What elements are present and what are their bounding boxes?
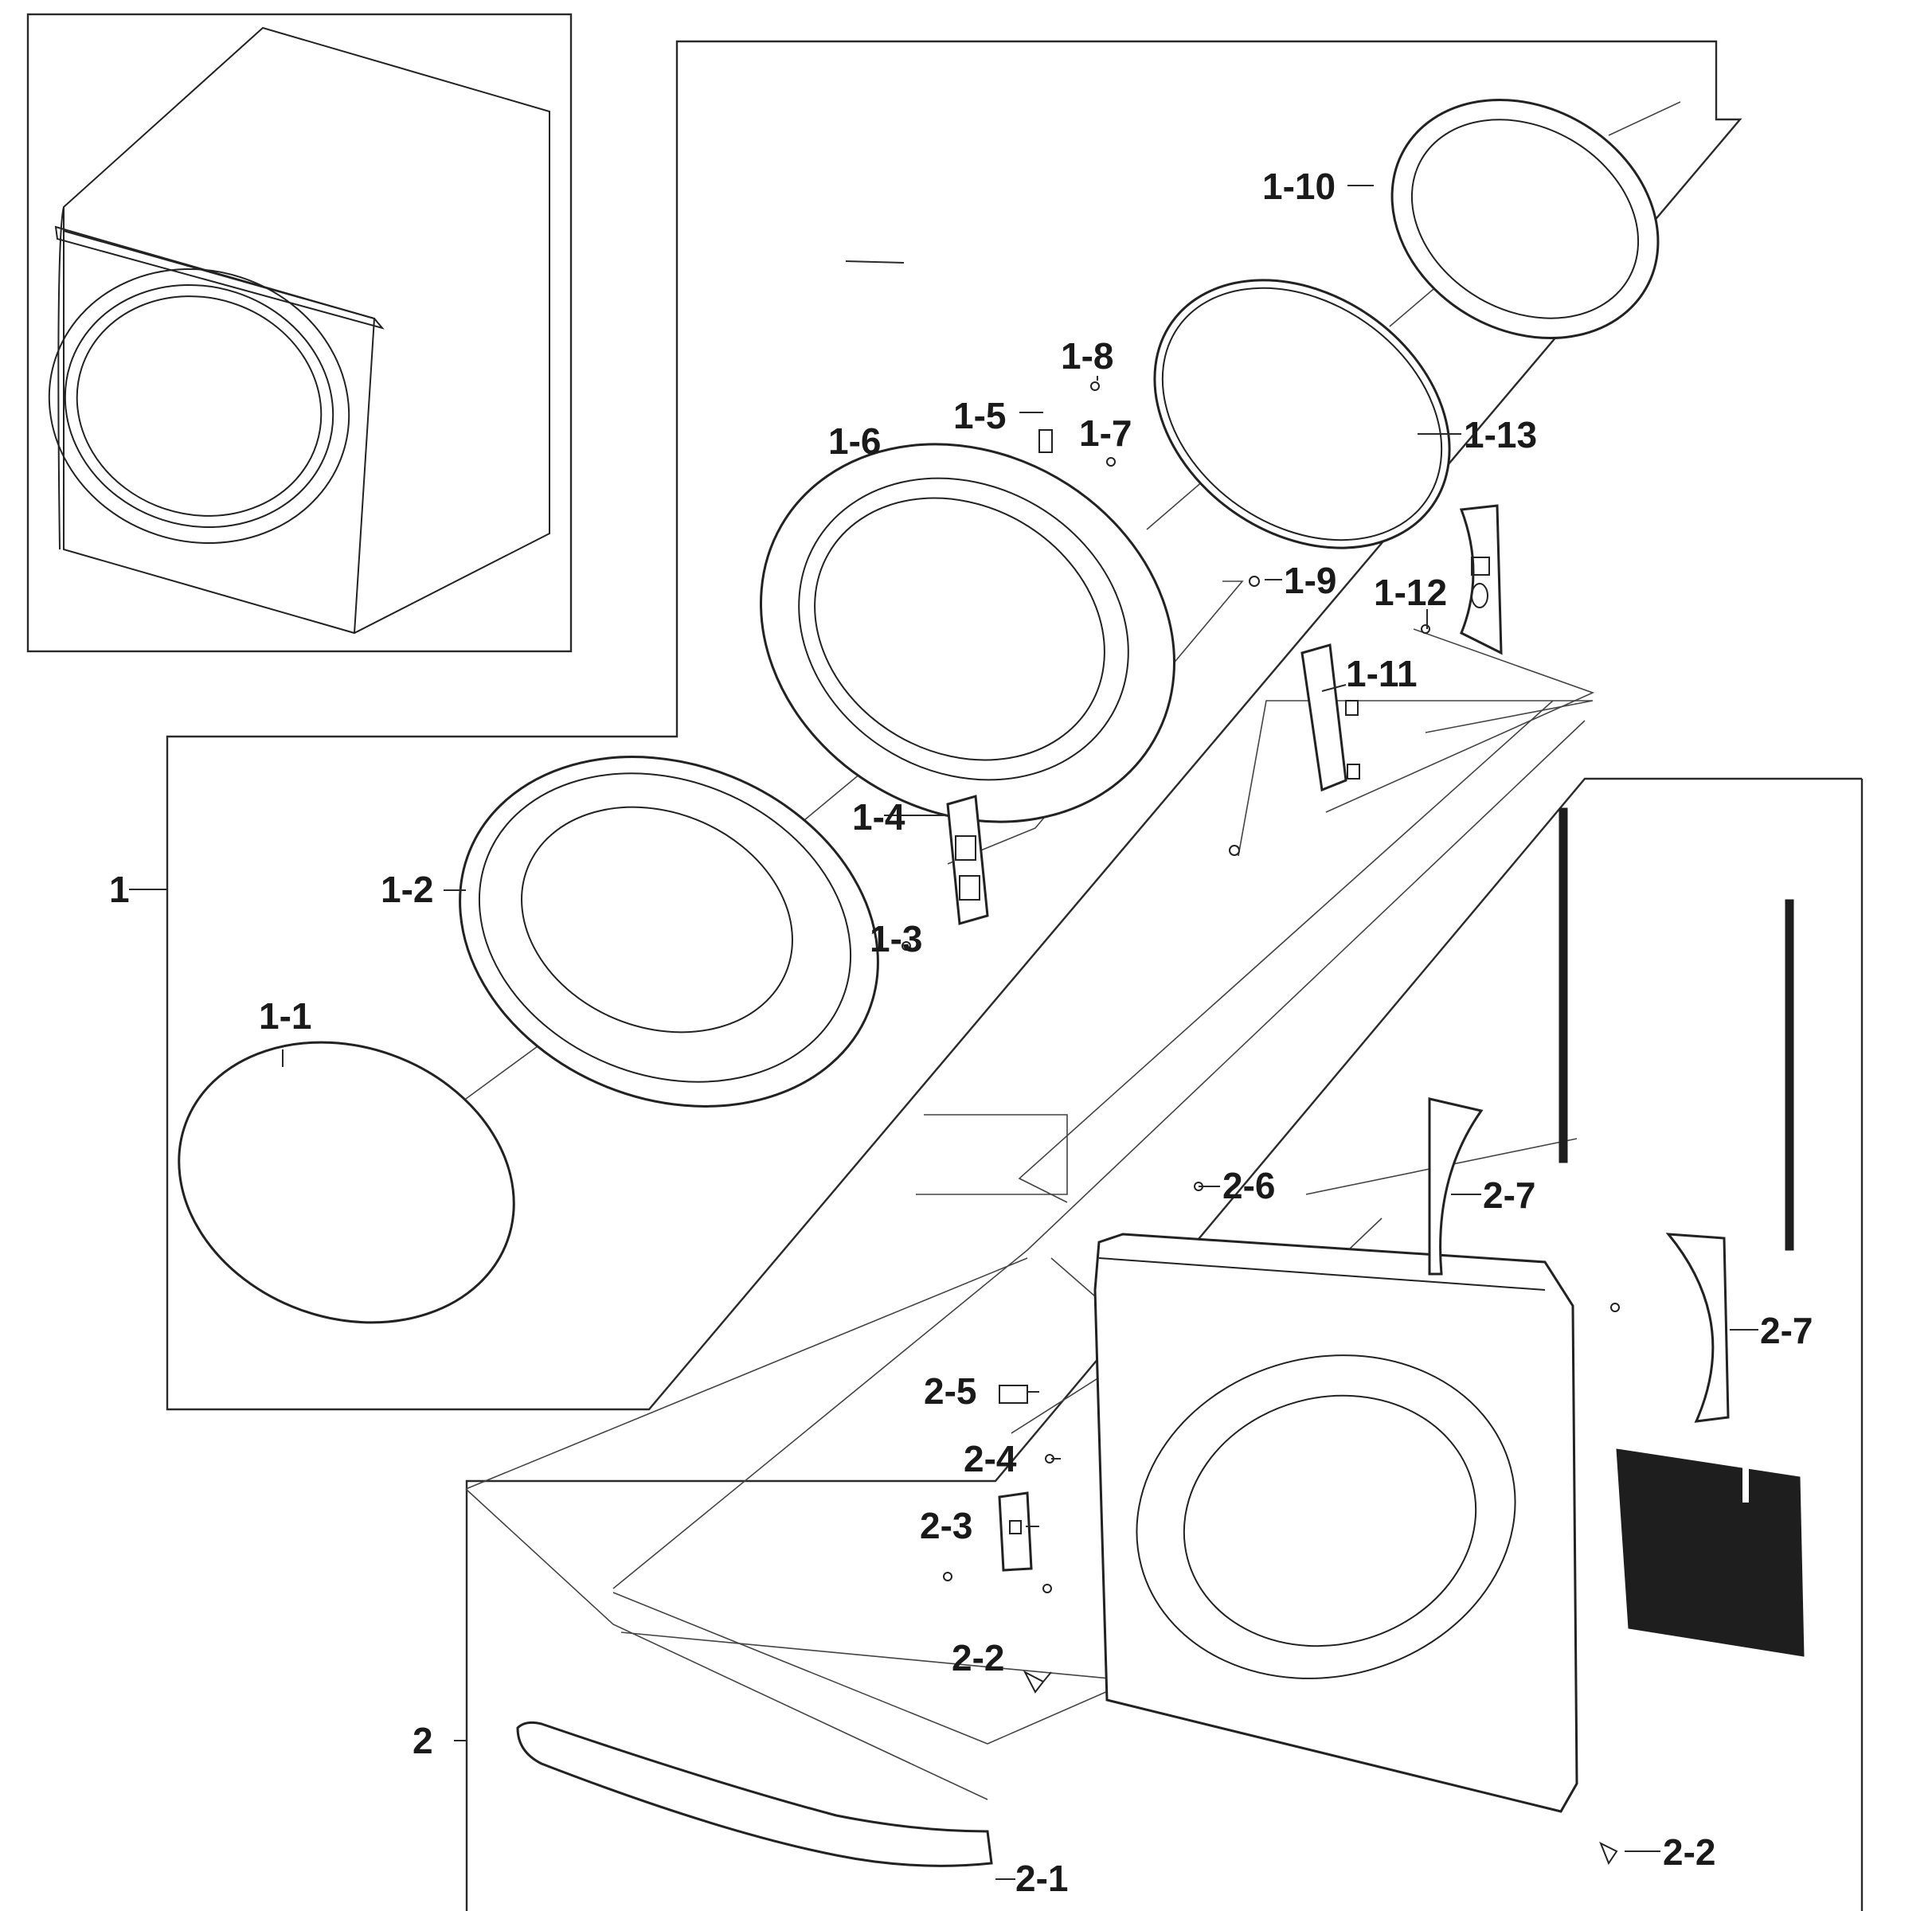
label-side-bracket-b: 2-7 <box>1760 1310 1813 1351</box>
label-group-1: 1 <box>109 869 130 910</box>
label-group-2: 2 <box>413 1720 433 1761</box>
part-front-panel <box>1093 1233 1578 1813</box>
callout-leaders <box>129 185 1758 1880</box>
label-screw-1-7: 1-7 <box>1079 412 1132 454</box>
label-part-2-2-b: 2-2 <box>1663 1831 1715 1873</box>
label-door-hinge: 1-4 <box>852 796 905 838</box>
label-screw-1-8: 1-8 <box>1061 335 1113 377</box>
label-screw-1-3: 1-3 <box>870 918 922 959</box>
label-inner-glass: 1-10 <box>1262 166 1336 207</box>
part-side-brackets <box>1428 1097 1730 1423</box>
group-2-small-parts <box>943 1182 1620 1866</box>
label-part-1-12: 1-12 <box>1374 572 1447 613</box>
part-inner-glass <box>1390 98 1660 340</box>
part-door-hinge <box>946 795 989 925</box>
insulation-strips <box>1559 807 1805 1657</box>
label-door-inner-frame: 1-6 <box>828 420 881 462</box>
label-part-2-3: 2-3 <box>920 1505 972 1546</box>
label-control-trim: 2-1 <box>1015 1858 1068 1899</box>
assembled-unit-inset <box>26 13 573 653</box>
part-control-trim <box>516 1721 993 1867</box>
label-side-bracket-a: 2-7 <box>1483 1174 1535 1216</box>
label-door-gasket: 1-13 <box>1464 414 1537 455</box>
part-bracket <box>1459 504 1503 655</box>
label-screw-2-4: 2-4 <box>964 1438 1017 1479</box>
callout-labels: 1 1-1 1-2 1-3 1-4 1-5 1-6 1-7 1-8 1-9 1-… <box>109 166 1813 1899</box>
part-door-glass <box>178 1041 515 1324</box>
group-2-frame <box>465 777 1864 1911</box>
group-1-frame <box>166 40 1742 1411</box>
label-door-outer-cover: 1-2 <box>381 869 433 910</box>
part-door-outer-cover <box>459 756 879 1108</box>
part-hinge-plate <box>1300 643 1360 792</box>
label-screw-2-6: 2-6 <box>1222 1165 1275 1206</box>
label-hinge-plate: 1-11 <box>1346 653 1418 694</box>
label-screw-1-9: 1-9 <box>1284 560 1336 601</box>
small-hardware <box>901 381 1430 951</box>
label-part-2-5: 2-5 <box>924 1370 976 1412</box>
part-door-gasket <box>1153 279 1451 549</box>
label-part-1-5: 1-5 <box>953 395 1006 436</box>
part-door-inner-frame <box>760 443 1175 823</box>
label-door-glass: 1-1 <box>259 995 311 1037</box>
label-part-2-2-a: 2-2 <box>952 1637 1004 1678</box>
